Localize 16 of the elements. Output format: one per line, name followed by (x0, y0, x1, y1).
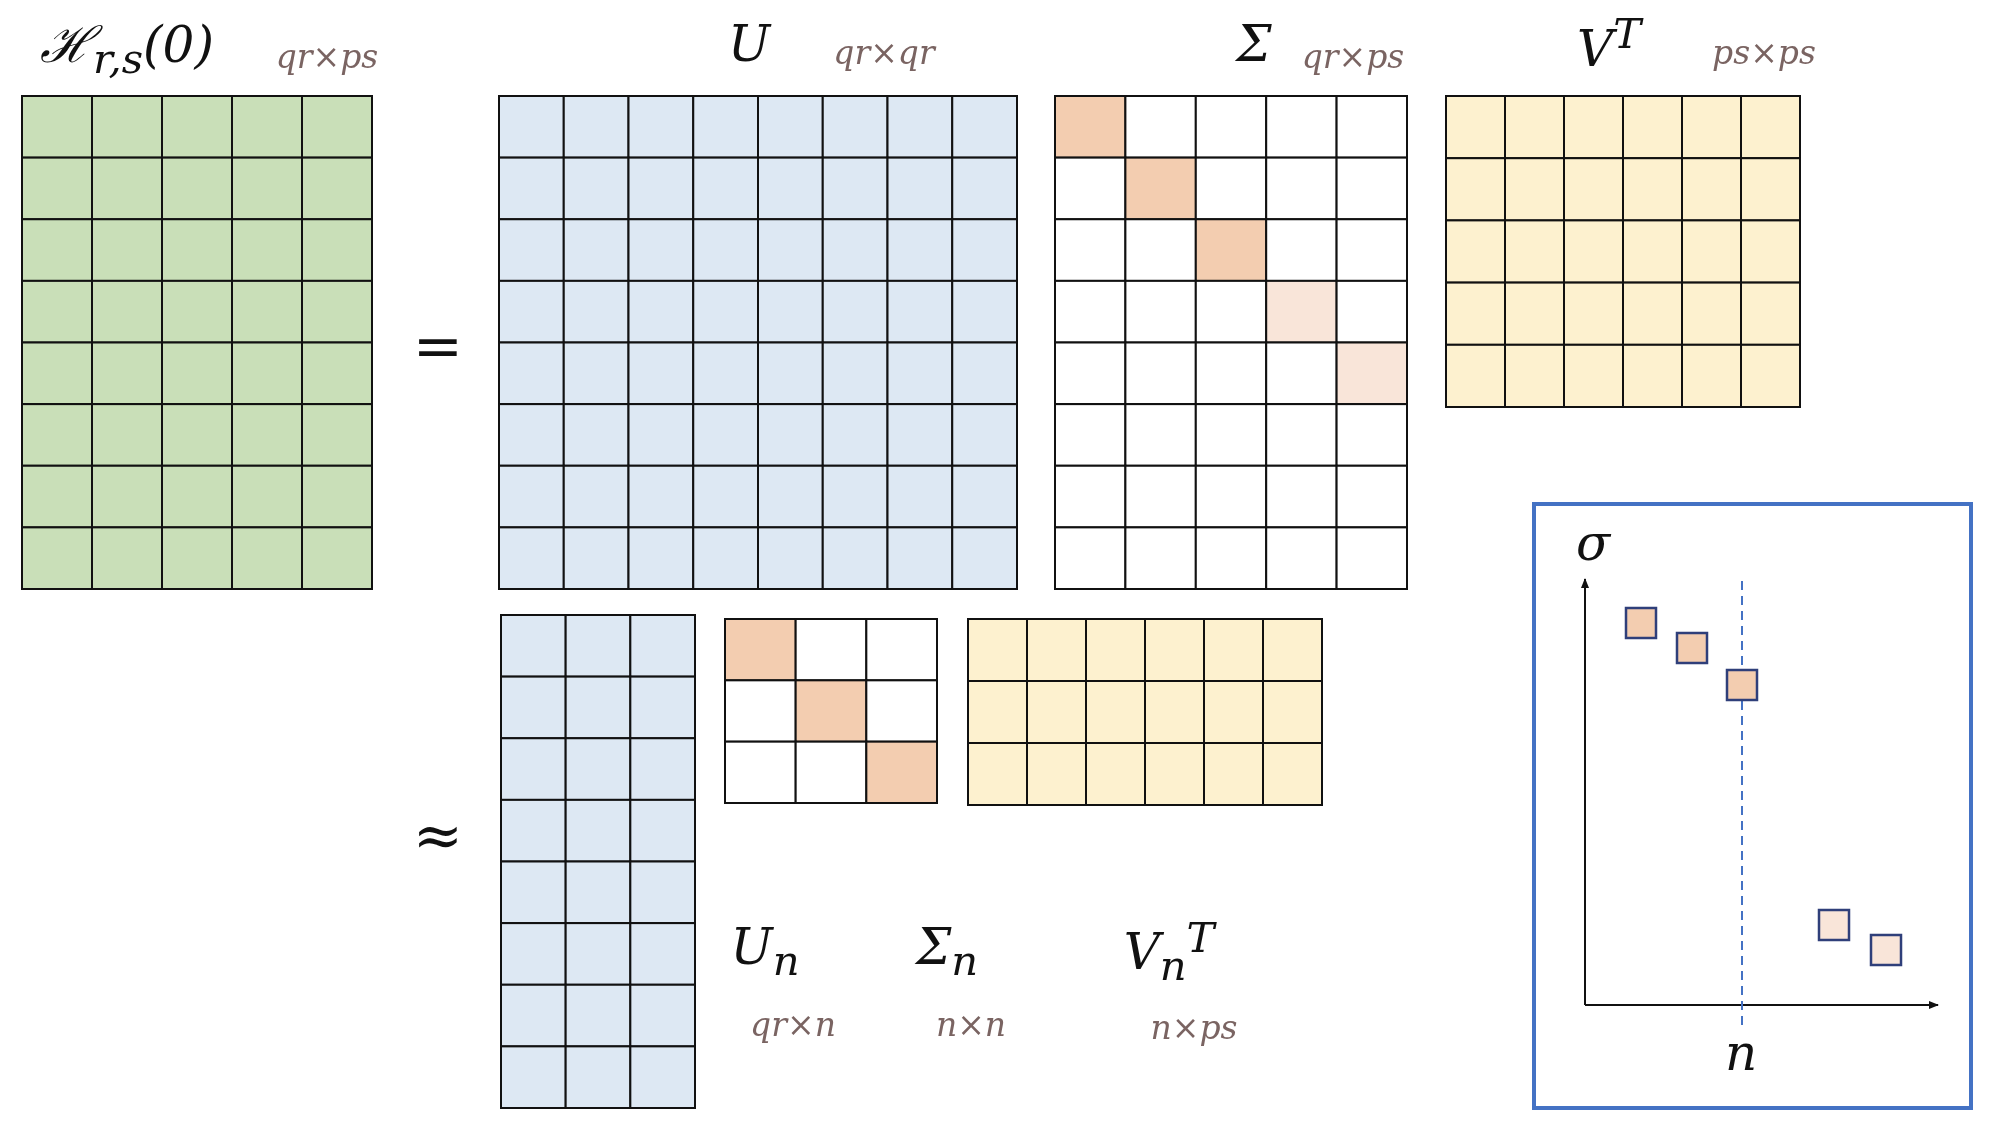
matrix-label: U$_{n}$ (730, 920, 800, 984)
matrix-label: Σ$_{n}$ (915, 920, 979, 984)
dimension-label: qr×ps (275, 38, 379, 76)
matrix-label: U (727, 16, 771, 72)
approx-sign: ≈ (412, 802, 464, 868)
dimension-label: ps×ps (1712, 34, 1816, 72)
axis-label: σ (1575, 515, 1611, 571)
dimension-label: qr×n (750, 1006, 836, 1044)
axis-label: n (1724, 1025, 1758, 1081)
matrix-label: ℋ$_{r,s}$(0) (40, 18, 214, 82)
dimension-label: n×n (935, 1006, 1007, 1044)
dimension-label: qr×ps (1301, 38, 1405, 76)
dimension-label: n×ps (1150, 1009, 1238, 1047)
equals-sign: = (412, 312, 464, 378)
dimension-label: qr×qr (833, 34, 935, 72)
matrix-label: Σ (1236, 16, 1272, 72)
